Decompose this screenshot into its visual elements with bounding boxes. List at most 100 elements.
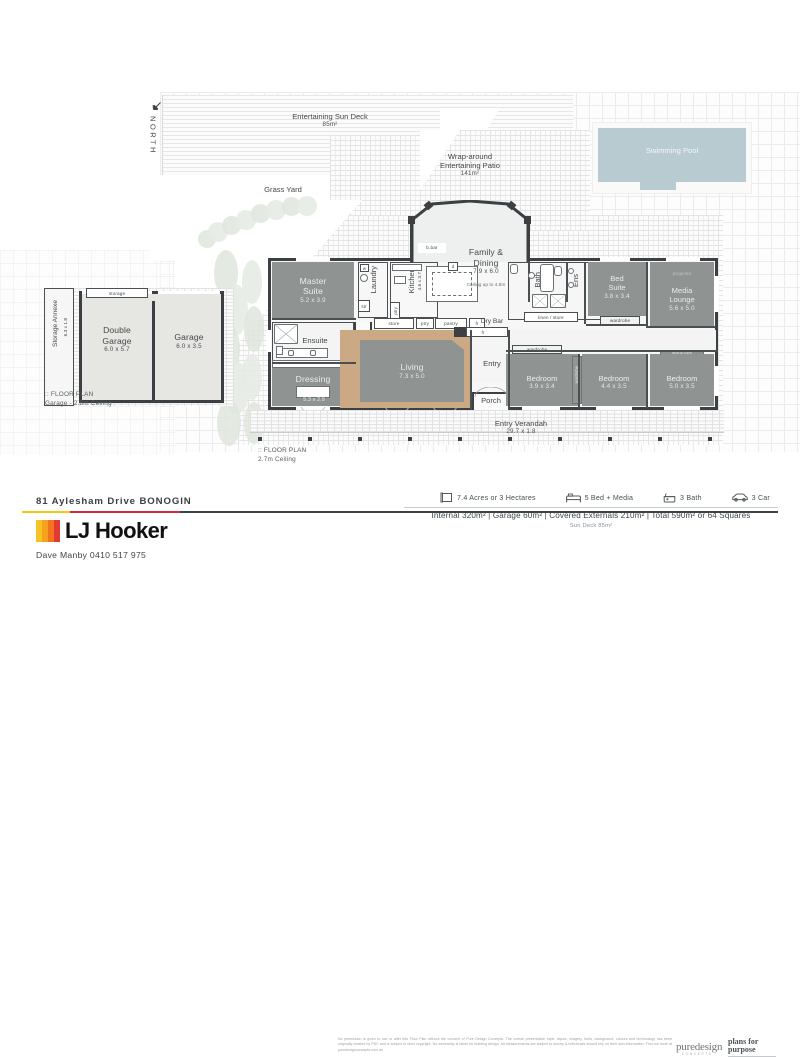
kitchen-ptry-vert-label: ptry: [390, 302, 400, 319]
garage-floor-plan-caption: :: FLOOR PLAN Garage - 2.8m Ceiling: [45, 391, 112, 408]
entry-label: Entry: [483, 359, 501, 368]
butlers-bar-label: b.bar: [418, 243, 446, 253]
entry-verandah: [250, 410, 724, 432]
bath-shower-1-x: [531, 293, 549, 309]
wall-hall-bedrooms: [506, 350, 718, 352]
living-label: Living 7.3 x 5.0: [399, 362, 425, 380]
media-lounge: [650, 262, 714, 326]
living-room: [360, 340, 464, 402]
property-specs: 7.4 Acres or 3 Hectares 5 Bed + Media: [440, 492, 770, 503]
kitchen-bench-top: [392, 264, 422, 271]
sun-deck-edge: [162, 95, 163, 235]
dry-bar-wall: [454, 327, 466, 337]
house-floor-plan-caption: :: FLOOR PLAN 2.7m Ceiling: [258, 447, 307, 464]
property-address: 81 Aylesham Drive BONOGIN: [36, 496, 192, 507]
wall-bath-bedsuite: [584, 262, 586, 324]
kitchen-label: Kitchen: [407, 268, 416, 294]
verandah-posts: [250, 429, 724, 441]
rule-yellow: [22, 511, 70, 513]
bath-divider-2: [566, 262, 568, 302]
car-icon: [731, 493, 748, 502]
garage-divider-wall: [152, 301, 155, 403]
bedroom-3: [650, 354, 714, 406]
agent-contact: Dave Manby 0410 517 975: [36, 550, 147, 560]
spec-bed: 5 Bed + Media: [565, 493, 634, 503]
bay-post-2: [524, 216, 531, 224]
bedroom-1: [506, 354, 578, 406]
lj-hooker-brand[interactable]: LJ Hooker: [36, 518, 168, 543]
storage-annexe: [44, 288, 74, 406]
sun-deck-label: Entertaining Sun Deck 85m²: [292, 112, 368, 128]
bath-basin: [528, 272, 535, 279]
wall-entry-east: [508, 330, 510, 410]
bedroom-2: [582, 354, 646, 406]
storage-annexe-dim: 6.3 x 1.8: [64, 318, 69, 337]
laundry-str-label: str: [358, 300, 370, 312]
window-bed1: [522, 406, 560, 411]
rule-dark: [180, 511, 778, 513]
garage-storage-label: storage: [86, 288, 148, 298]
bedroom-1-wardrobe-label: wardrobe: [512, 345, 562, 354]
window-dressing: [296, 406, 330, 411]
pfp-line-2: purpose: [728, 1045, 756, 1055]
spec-land-size-label: 7.4 Acres or 3 Hectares: [457, 493, 536, 502]
kitchen-cooktop: [394, 276, 406, 284]
land-size-icon: [440, 492, 453, 503]
family-dining-label: Family & Dining 7.9 x 6.0: [468, 247, 504, 276]
spec-bath: 3 Bath: [663, 492, 702, 503]
wall-bedsuite-hall: [586, 324, 648, 326]
sun-deck-area-note: Sun Deck 85m²: [569, 523, 613, 529]
bath-shower-2-x: [549, 293, 567, 309]
kitchen-pantry-label: pantry: [435, 318, 467, 329]
window-bedsuite-top: [600, 257, 630, 261]
ensuite-vanity: [276, 348, 328, 358]
double-garage-label: Double Garage 6.0 x 5.7: [102, 325, 132, 354]
storage-annexe-label: Storage Annexe: [52, 300, 59, 347]
window-bed2: [596, 406, 632, 411]
bed-suite-label: Bed Suite 3.8 x 3.4: [604, 274, 630, 300]
master-suite-label: Master Suite 5.2 x 3.9: [299, 276, 327, 304]
family-ceiling-note: Ceiling up to 4.8m: [466, 283, 506, 288]
entry-verandah-label: Entry Verandah 29.7 x 1.8: [494, 419, 548, 435]
puredesign-logo-sub: CONCEPTS: [682, 1052, 713, 1056]
laundry-label: Laundry: [369, 266, 378, 294]
ensuite-basin-2: [310, 350, 316, 356]
laundry-dryer-label: w: [360, 264, 369, 272]
swimming-pool-label: Swimming Pool: [645, 146, 699, 155]
ensuite-basin-1: [288, 350, 294, 356]
lj-hooker-wordmark: LJ Hooker: [65, 518, 168, 543]
bath-divider-1: [528, 262, 530, 302]
bay-post-1: [408, 216, 415, 224]
copyright-disclaimer: No permission is given to use or alter t…: [338, 1037, 672, 1052]
linen-store-label: linen / store: [524, 312, 578, 322]
master-suite: [272, 262, 354, 318]
porch-arch-door: [474, 384, 508, 398]
spec-divider: [404, 507, 778, 508]
dry-bar-label: Dry Bar: [480, 318, 504, 325]
floor-plan-canvas: Swimming Pool Entertaining Sun Deck 85m²…: [0, 0, 800, 488]
window-bed3-east: [714, 366, 719, 396]
ens-basin-1: [568, 268, 574, 274]
wall-master-ensuite: [272, 318, 356, 320]
kitchen-ptry-label: ptry: [416, 318, 434, 329]
bath-tub: [540, 264, 554, 292]
wall-ensuite-dressing: [272, 362, 356, 364]
bedroom-2-wardrobe: [572, 356, 582, 404]
window-ensuite-west: [266, 330, 271, 352]
spec-car: 3 Car: [731, 493, 770, 502]
dry-bar-fridge-label: fr: [477, 328, 489, 336]
bath-icon: [663, 492, 676, 503]
spec-bath-label: 3 Bath: [680, 493, 702, 502]
garage-label: Garage 6.0 x 3.5: [174, 332, 204, 350]
media-projector-note: projector: [672, 272, 692, 277]
media-lounge-label: Media Lounge 5.6 x 5.0: [669, 286, 695, 312]
ens-basin-2: [568, 282, 574, 288]
window-bed3: [664, 406, 700, 411]
bedroom-3-label: Bedroom 5.0 x 3.5: [666, 374, 698, 391]
spec-land-size: 7.4 Acres or 3 Hectares: [440, 492, 536, 503]
porch-label: Porch: [481, 396, 501, 405]
patio-label: Wrap-around Entertaining Patio 141m²: [440, 152, 500, 178]
ensuite-toilet: [276, 346, 283, 355]
bed-suite: [588, 262, 646, 316]
kitchen-dishwasher-label: d: [448, 262, 458, 271]
